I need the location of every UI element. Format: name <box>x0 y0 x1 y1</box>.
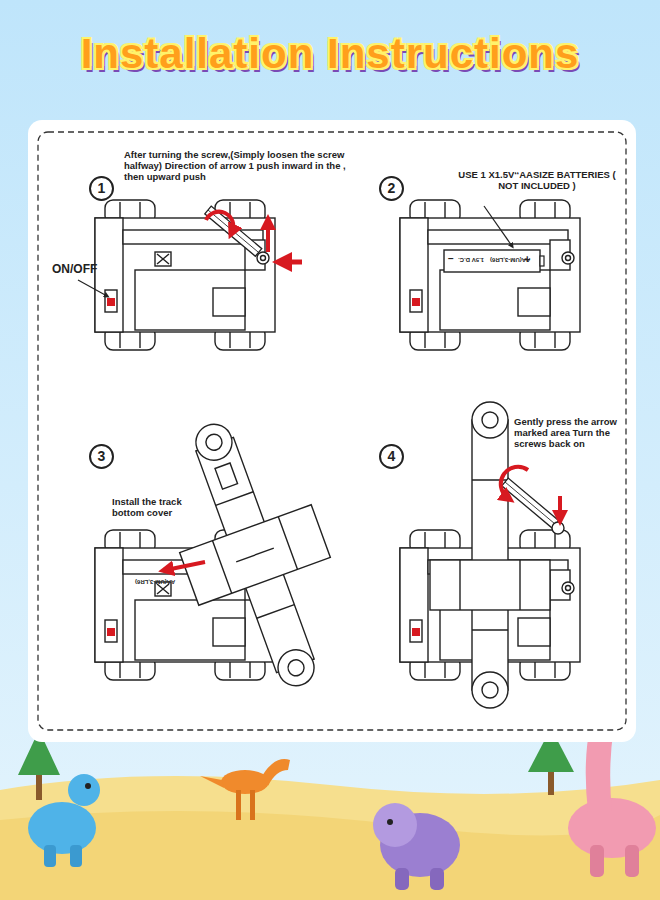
up-arrow <box>266 222 270 252</box>
screwdriver <box>205 206 262 256</box>
screwdriver <box>502 478 559 528</box>
insert-arrow <box>166 562 205 570</box>
track-bottom-cover <box>142 401 368 708</box>
car-drawing <box>95 200 275 350</box>
battery-marking: AA(UM-3,LR6) <box>135 578 175 585</box>
switch-label: ON/OFF <box>52 263 112 277</box>
purple-triceratops <box>373 803 460 890</box>
step-number: 1 <box>98 180 106 196</box>
step-number-circle: 3 <box>89 444 114 469</box>
instruction-note: Gently press the arrow marked area Turn … <box>514 417 620 450</box>
battery-marking: 1.5V D.C. <box>458 256 484 263</box>
down-arrow <box>558 496 562 518</box>
step-number: 4 <box>388 448 396 464</box>
blue-dinosaur <box>28 774 100 867</box>
step-number-circle: 4 <box>379 444 404 469</box>
polarity-sign: − <box>448 253 458 265</box>
step-number-circle: 1 <box>89 176 114 201</box>
polarity-sign: + <box>524 253 534 266</box>
step-number: 3 <box>98 448 106 464</box>
rotate-arrow <box>501 467 528 498</box>
leader-line <box>78 280 107 296</box>
rotate-arrow <box>206 212 233 232</box>
panel <box>28 120 636 742</box>
orange-dinosaur <box>200 759 290 820</box>
push-arrow <box>282 260 302 265</box>
dashed-border <box>38 132 626 730</box>
step-number: 2 <box>388 180 396 196</box>
battery <box>444 250 540 272</box>
leader-line <box>484 206 512 246</box>
instruction-note: After turning the screw,(Simply loosen t… <box>124 150 364 183</box>
battery-note: USE 1 X1.5V‘‘AASIZE BATTERIES ( NOT INCL… <box>452 170 622 192</box>
step-number-circle: 2 <box>379 176 404 201</box>
car-drawing <box>400 200 580 350</box>
title: Installation Instructions <box>0 30 660 78</box>
instruction-note: Install the track bottom cover <box>112 497 208 519</box>
